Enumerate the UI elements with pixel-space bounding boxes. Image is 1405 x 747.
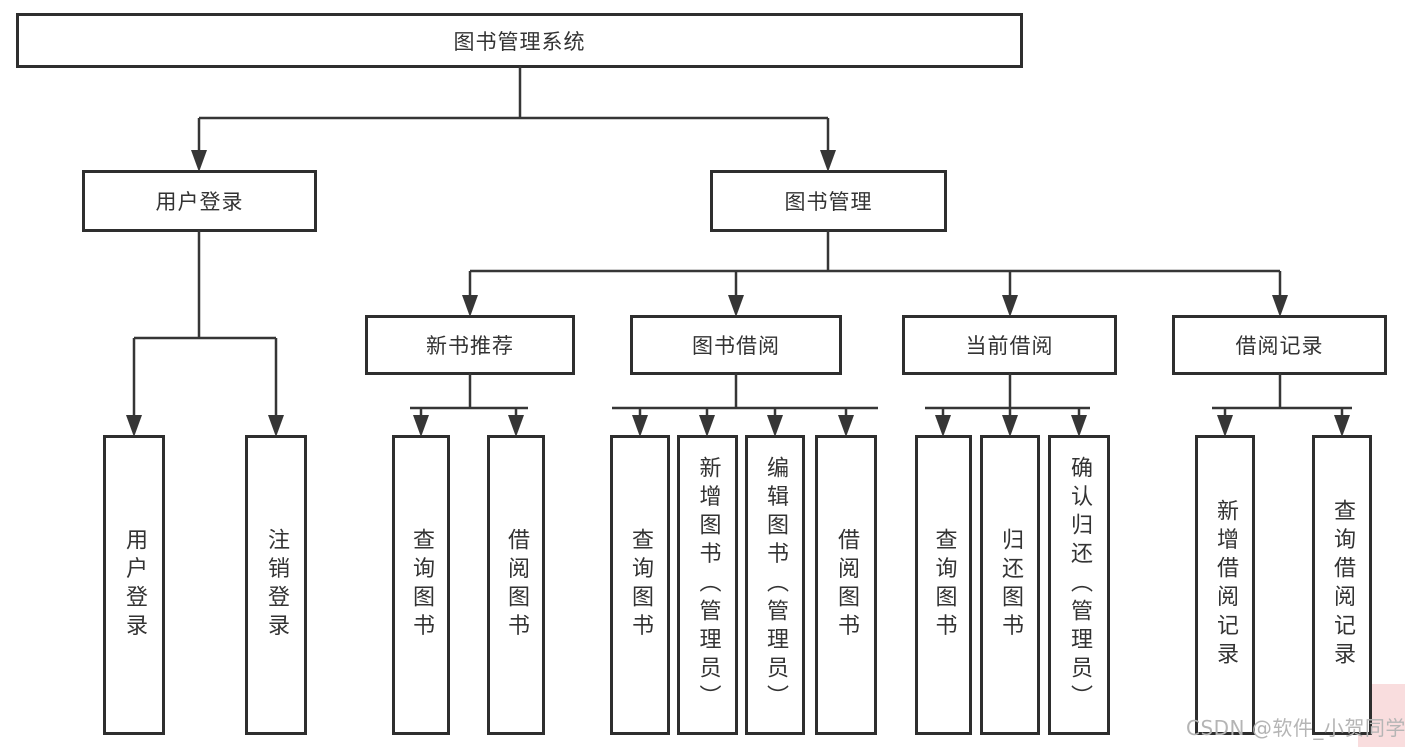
node-borrow-records: 借阅记录 bbox=[1172, 315, 1387, 375]
leaf-borrow-books-1: 借阅图书 bbox=[487, 435, 545, 735]
leaf-query-books-3: 查询图书 bbox=[915, 435, 972, 735]
leaf-edit-books-admin: 编辑图书（管理员） bbox=[745, 435, 805, 735]
leaf-query-books-1: 查询图书 bbox=[392, 435, 450, 735]
csdn-watermark: CSDN @软件_小贺同学 bbox=[1186, 716, 1405, 740]
node-user-login-branch: 用户登录 bbox=[82, 170, 317, 232]
node-new-book-recommend: 新书推荐 bbox=[365, 315, 575, 375]
leaf-return-books: 归还图书 bbox=[980, 435, 1040, 735]
node-system-root: 图书管理系统 bbox=[16, 13, 1023, 68]
leaf-query-books-2: 查询图书 bbox=[610, 435, 670, 735]
leaf-query-borrow-record: 查询借阅记录 bbox=[1312, 435, 1372, 735]
node-book-management-branch: 图书管理 bbox=[710, 170, 947, 232]
leaf-add-books-admin: 新增图书（管理员） bbox=[677, 435, 738, 735]
leaf-confirm-return-admin: 确认归还（管理员） bbox=[1048, 435, 1110, 735]
node-book-borrow: 图书借阅 bbox=[630, 315, 842, 375]
node-current-borrow: 当前借阅 bbox=[902, 315, 1117, 375]
leaf-add-borrow-record: 新增借阅记录 bbox=[1195, 435, 1255, 735]
leaf-user-login: 用户登录 bbox=[103, 435, 165, 735]
leaf-borrow-books-2: 借阅图书 bbox=[815, 435, 877, 735]
leaf-logout: 注销登录 bbox=[245, 435, 307, 735]
